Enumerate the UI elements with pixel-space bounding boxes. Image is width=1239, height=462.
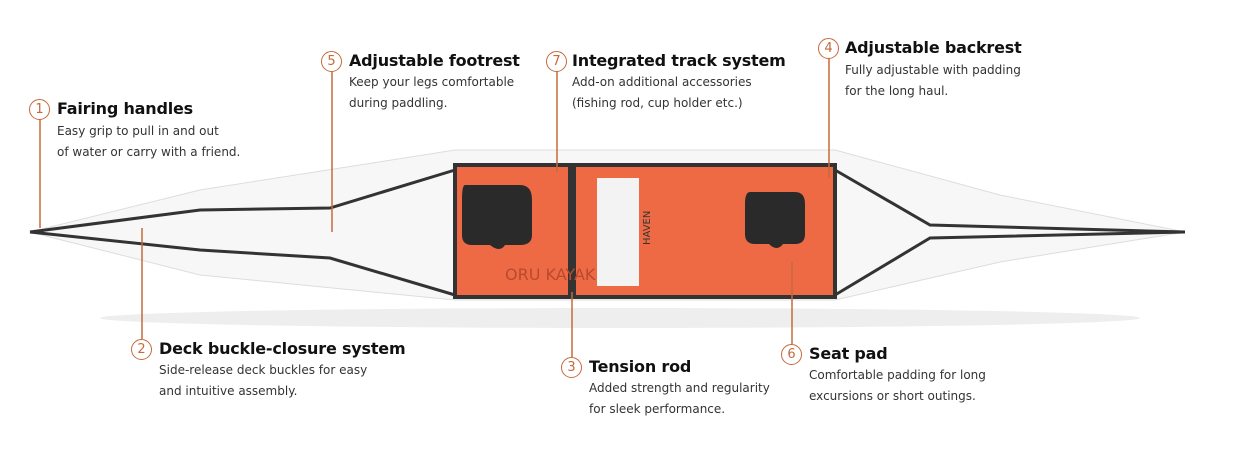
rear-seat	[745, 192, 805, 248]
callout-desc-line: for the long haul.	[845, 84, 949, 98]
callout-desc-line: excursions or short outings.	[809, 389, 976, 403]
callout-desc-line: (fishing rod, cup holder etc.)	[572, 96, 743, 110]
callout-desc-line: Add-on additional accessories	[572, 75, 752, 89]
callout-desc-line: Added strength and regularity	[589, 381, 770, 395]
callout-desc-line: of water or carry with a friend.	[57, 145, 241, 159]
number-badge: 4	[818, 38, 839, 59]
model-text: HAVEN	[642, 211, 653, 245]
callout-desc-line: and intuitive assembly.	[159, 384, 298, 398]
callout-desc-line: Fully adjustable with padding	[845, 63, 1021, 77]
callout-title: Integrated track system	[572, 51, 786, 70]
callout-title: Deck buckle-closure system	[159, 339, 406, 358]
number-badge: 1	[29, 99, 50, 120]
number-badge: 3	[561, 357, 582, 378]
callout-title: Seat pad	[809, 344, 888, 363]
tension-rod	[568, 165, 576, 299]
front-seat	[462, 185, 532, 249]
callout-desc-line: during paddling.	[349, 96, 448, 110]
brand-text: ORU KAYAK	[505, 265, 596, 284]
frame-lines	[29, 168, 1186, 297]
number-badge: 6	[781, 344, 802, 365]
number-badge: 7	[546, 51, 567, 72]
callout-desc-line: Side-release deck buckles for easy	[159, 363, 368, 377]
number-badge: 5	[321, 51, 342, 72]
callout-title: Adjustable footrest	[349, 51, 520, 70]
callout-desc-line: for sleek performance.	[589, 402, 726, 416]
center-panel	[597, 178, 639, 286]
callout-title: Fairing handles	[57, 99, 193, 118]
callout-desc-line: Easy grip to pull in and out	[57, 124, 219, 138]
leader-lines	[39, 58, 830, 357]
callout-desc-line: Comfortable padding for long	[809, 368, 986, 382]
shadow	[100, 308, 1140, 328]
callout-title: Adjustable backrest	[845, 38, 1022, 57]
number-badge: 2	[131, 339, 152, 360]
callout-title: Tension rod	[589, 357, 692, 376]
callout-desc-line: Keep your legs comfortable	[349, 75, 515, 89]
